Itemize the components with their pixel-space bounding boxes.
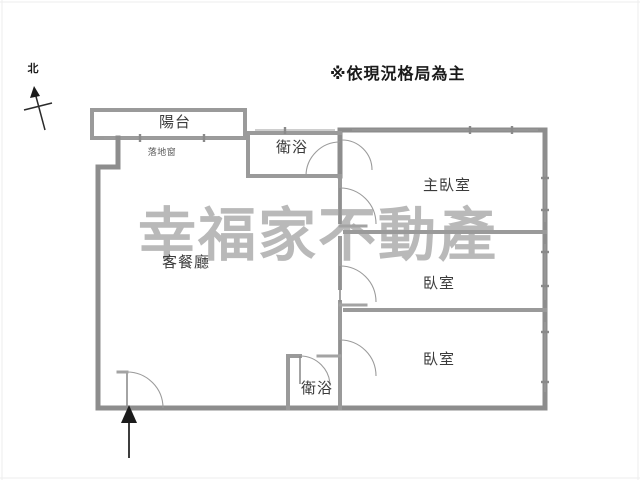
room-label-bath-lower: 衛浴 <box>301 379 333 397</box>
bedroom-3-door <box>339 339 377 377</box>
master-bedroom-right-window <box>541 160 549 222</box>
bath-upper-walls <box>246 127 342 178</box>
bedroom-2-door <box>339 265 377 303</box>
master-bedroom-top-window <box>352 126 538 134</box>
entry-direction-arrow <box>121 405 137 458</box>
bath-lower-door <box>299 355 331 387</box>
bath-upper-side-door <box>341 139 373 171</box>
balcony-sliding-window <box>104 134 245 142</box>
room-label-bedroom-3: 臥室 <box>423 350 455 368</box>
room-label-bath-upper: 衛浴 <box>276 138 308 156</box>
bedroom-3-right-window <box>541 322 549 392</box>
watermark: 幸福家不動產 <box>138 201 498 269</box>
entry-door <box>116 370 164 409</box>
room-label-sliding-door: 落地窗 <box>148 146 177 158</box>
layout-note: ※依現況格局為主 <box>330 64 466 83</box>
north-label: 北 <box>28 61 39 75</box>
door-jamb-stubs <box>338 224 368 307</box>
bedroom-divider-walls <box>343 230 547 312</box>
north-arrow <box>23 86 53 131</box>
room-label-balcony: 陽台 <box>159 113 191 131</box>
room-label-bedroom-2: 臥室 <box>423 274 455 292</box>
room-label-master-bedroom: 主臥室 <box>423 176 471 194</box>
bedroom-2-right-window <box>541 244 549 300</box>
bath-lower-walls <box>286 354 342 410</box>
bath-upper-door <box>305 141 341 177</box>
room-label-living-dining: 客餐廳 <box>162 253 210 271</box>
master-bedroom-door <box>339 187 377 225</box>
